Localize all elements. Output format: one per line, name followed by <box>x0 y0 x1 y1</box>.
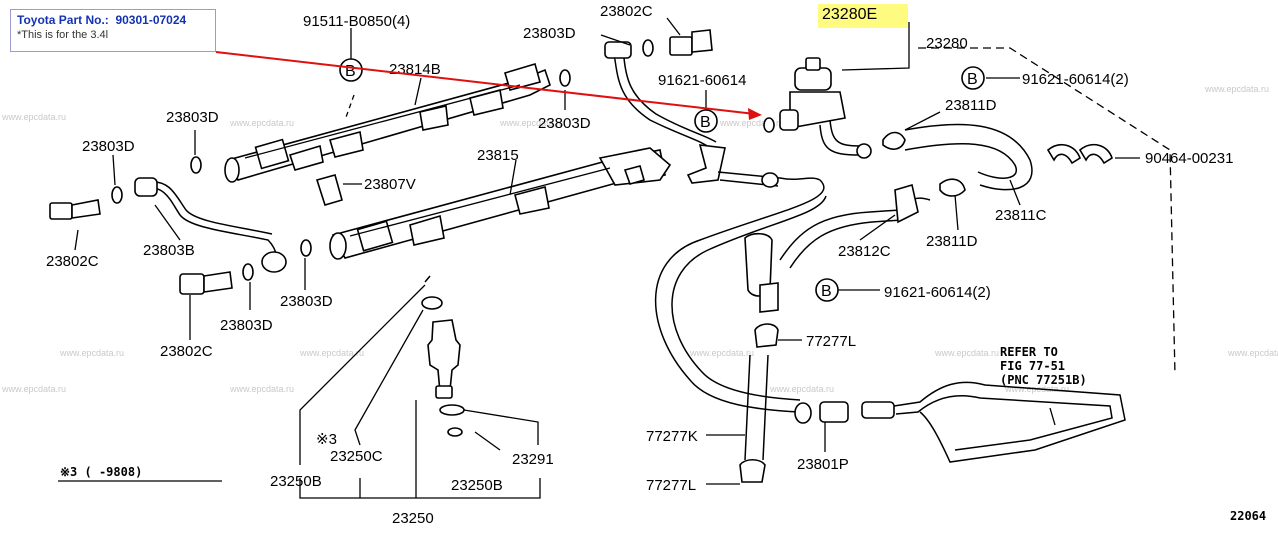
part-label-91621[interactable]: 91621-60614(2) <box>884 284 991 301</box>
watermark: www.epcdata.ru <box>689 348 754 358</box>
part-label-23803d[interactable]: 23803D <box>82 138 135 155</box>
part-label-23803b[interactable]: 23803B <box>143 242 195 259</box>
part-label-91621[interactable]: 91621-60614(2) <box>1022 71 1129 88</box>
part-label-23803d[interactable]: 23803D <box>280 293 333 310</box>
part-info-box: Toyota Part No.: 90301-07024 *This is fo… <box>10 9 216 52</box>
watermark: www.epcdata.ru <box>1204 84 1269 94</box>
part-label-23250b[interactable]: 23250B <box>270 473 322 490</box>
watermark: www.epcdata.ru <box>229 118 294 128</box>
part-label-23811d[interactable]: 23811D <box>945 97 997 114</box>
info-part-number: 90301-07024 <box>115 13 187 27</box>
pipe-refer <box>861 381 1126 463</box>
refer-line-1: REFER TO <box>1000 345 1058 359</box>
part-label-23280e[interactable]: 23280E <box>822 6 878 23</box>
part-label-90464[interactable]: 90464-00231 <box>1145 150 1233 167</box>
pressure-regulator <box>779 57 872 159</box>
info-label: Toyota Part No.: <box>17 13 109 27</box>
red-arrow <box>215 51 762 120</box>
info-title: Toyota Part No.: 90301-07024 <box>17 13 209 27</box>
leader-lines <box>74 17 1140 499</box>
note-mark: ※3 <box>316 431 337 448</box>
part-label-77277k[interactable]: 77277K <box>646 428 698 445</box>
part-label-23250b[interactable]: 23250B <box>451 477 503 494</box>
part-label-23250c[interactable]: 23250C <box>330 448 383 465</box>
bolt-mark: B <box>345 63 356 80</box>
part-labels: 91511-B0850(4) 23814B 23803D 23802C 9162… <box>46 3 1266 527</box>
fuel-rail-lower <box>329 147 672 260</box>
highlight-23280e[interactable]: 23280E <box>818 4 908 28</box>
part-label-23811c[interactable]: 23811C <box>995 207 1047 224</box>
washers-and-bolts <box>49 29 775 295</box>
refer-line-3: (PNC 77251B) <box>1000 373 1087 387</box>
watermark: www.epcdata.ru <box>59 348 124 358</box>
watermark: www.epcdata.ru <box>299 348 364 358</box>
part-label-77277l[interactable]: 77277L <box>806 333 856 350</box>
part-label-91511[interactable]: 91511-B0850(4) <box>303 13 410 30</box>
diagram-number: 22064 <box>1230 509 1266 523</box>
part-label-23815[interactable]: 23815 <box>477 147 519 164</box>
part-label-23812c[interactable]: 23812C <box>838 243 891 260</box>
fuel-pipe-center <box>604 41 821 188</box>
part-label-23803d[interactable]: 23803D <box>523 25 576 42</box>
fuel-rail-upper <box>224 62 551 183</box>
part-label-77277l[interactable]: 77277L <box>646 477 696 494</box>
fuel-pipe-23803b <box>134 177 287 273</box>
bolt-mark: B <box>821 283 832 300</box>
watermark: www.epcdata.ru <box>934 348 999 358</box>
part-label-23803d[interactable]: 23803D <box>538 115 591 132</box>
bolt-mark: B <box>700 114 711 131</box>
watermark: www.epcdata.ru <box>1 384 66 394</box>
part-label-23807v[interactable]: 23807V <box>364 176 416 193</box>
info-note: *This is for the 3.4l <box>17 29 109 41</box>
part-label-23250[interactable]: 23250 <box>392 510 434 527</box>
pipe-23812c <box>744 183 931 313</box>
part-label-23803d[interactable]: 23803D <box>220 317 273 334</box>
part-label-23803d[interactable]: 23803D <box>166 109 219 126</box>
refer-line-2: FIG 77-51 <box>1000 359 1065 373</box>
part-label-23802c[interactable]: 23802C <box>600 3 653 20</box>
footnote: ※3 ( -9808) <box>60 465 142 479</box>
watermark: www.epcdata.ru <box>499 118 564 128</box>
watermark: www.epcdata.ru <box>1227 348 1278 358</box>
bolt-mark-circle <box>961 66 985 90</box>
bolt-mark: B <box>967 71 978 88</box>
bolt-marks: B B B B <box>339 58 985 302</box>
hose-23811 <box>882 123 1113 197</box>
part-label-23802c[interactable]: 23802C <box>160 343 213 360</box>
watermark: www.epcdata.ru <box>229 384 294 394</box>
watermark: www.epcdata.ru <box>769 384 834 394</box>
part-label-23801p[interactable]: 23801P <box>797 456 849 473</box>
part-label-91621[interactable]: 91621-60614 <box>658 72 746 89</box>
watermark: www.epcdata.ru <box>719 118 784 128</box>
part-label-23280[interactable]: 23280 <box>926 35 968 52</box>
watermark: www.epcdata.ru <box>1 112 66 122</box>
part-label-23291[interactable]: 23291 <box>512 451 554 468</box>
injector-group <box>421 275 465 437</box>
hose-77277k <box>654 179 849 483</box>
part-label-23811d[interactable]: 23811D <box>926 233 978 250</box>
assembly-boundary <box>344 47 1176 376</box>
part-label-23802c[interactable]: 23802C <box>46 253 99 270</box>
